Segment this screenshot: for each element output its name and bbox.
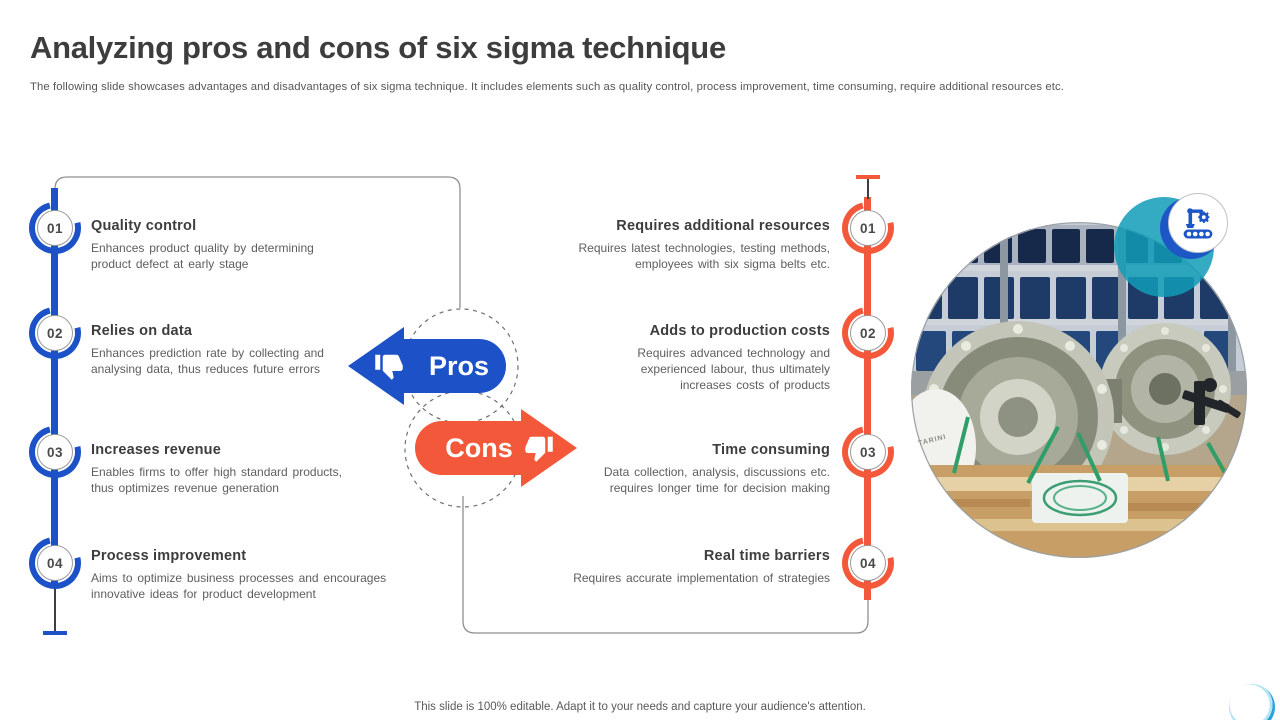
pros-arrow: Pros [348,327,510,405]
cons-step-number: 01 [850,210,886,246]
cons-item-title: Adds to production costs [649,323,830,339]
pros-arrow-body [400,339,506,393]
pros-item-relies-on-data: Relies on data Enhances prediction rate … [91,323,333,377]
pros-item-title: Increases revenue [91,442,221,458]
cons-item-additional-resources: Requires additional resources Requires l… [572,218,830,272]
cons-timeline-tail [867,179,869,199]
pros-item-title: Process improvement [91,548,247,564]
cons-item-title: Real time barriers [703,548,830,564]
pros-step-number: 01 [37,210,73,246]
pros-item-quality-control: Quality control Enhances product quality… [91,218,353,272]
cons-item-desc: Requires accurate implementation of stra… [573,571,830,585]
pros-timeline-tail [54,583,56,633]
cons-item-production-costs: Adds to production costs Requires advanc… [592,323,830,393]
robotic-arm-icon [1183,208,1213,239]
pros-timeline-tick [43,631,67,635]
cons-step-number: 02 [850,315,886,351]
page-subtitle: The following slide showcases advantages… [30,81,1065,93]
pros-item-title: Quality control [91,218,197,234]
pros-item-desc: Enhances prediction rate by collecting a… [91,346,324,377]
corner-decoration-circle [1229,684,1275,720]
automation-icon-badge [1168,193,1228,253]
cons-item-title: Time consuming [712,442,830,458]
pros-step-number: 04 [37,545,73,581]
cons-item-desc: Requires latest technologies, testing me… [578,241,830,272]
cons-item-real-time-barriers: Real time barriers Requires accurate imp… [520,548,830,586]
cons-item-desc: Requires advanced technology and experie… [637,346,830,393]
cons-arrow-body [415,421,525,475]
pros-item-desc: Enables firms to offer high standard pro… [91,465,342,496]
pros-item-process-improvement: Process improvement Aims to optimize bus… [91,548,431,602]
pros-item-title: Relies on data [91,323,193,339]
cons-arrow: Cons [415,409,577,487]
cons-item-time-consuming: Time consuming Data collection, analysis… [558,442,830,496]
thumbs-down-icon [525,436,553,462]
cons-item-desc: Data collection, analysis, discussions e… [603,465,830,496]
cons-timeline [864,197,871,600]
pros-item-desc: Enhances product quality by determining … [91,241,314,272]
pros-step-number: 02 [37,315,73,351]
pros-item-desc: Aims to optimize business processes and … [91,571,387,602]
cons-label: Cons [445,432,513,463]
cons-item-title: Requires additional resources [616,218,830,234]
page-title: Analyzing pros and cons of six sigma tec… [30,30,726,65]
thumbs-down-icon [375,354,403,380]
cons-timeline-tick [856,175,880,179]
pros-step-number: 03 [37,434,73,470]
footer-note: This slide is 100% editable. Adapt it to… [414,701,866,713]
pros-label: Pros [428,350,490,381]
cons-step-number: 04 [850,545,886,581]
pros-timeline [51,188,58,585]
pros-item-increases-revenue: Increases revenue Enables firms to offer… [91,442,355,496]
cons-step-number: 03 [850,434,886,470]
